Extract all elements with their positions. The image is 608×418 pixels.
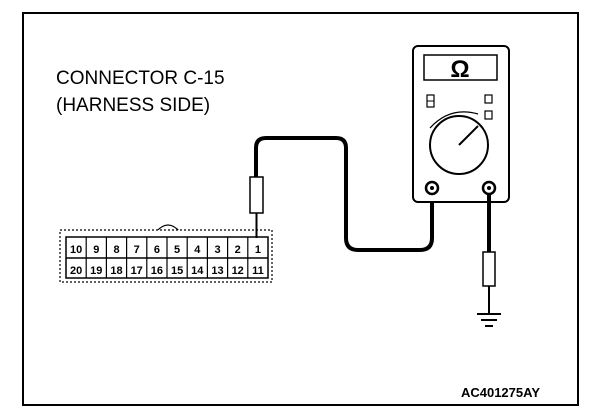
pin-label-19: 19 bbox=[90, 265, 102, 277]
pin-label-14: 14 bbox=[191, 265, 204, 277]
meter-terminal-com-inner bbox=[430, 186, 434, 190]
pin-label-10: 10 bbox=[70, 244, 82, 256]
meter-knob-pointer bbox=[458, 125, 479, 146]
ohmmeter-icon: Ω bbox=[412, 45, 510, 203]
ground-probe bbox=[482, 251, 496, 287]
pin-label-5: 5 bbox=[174, 244, 180, 256]
pin-label-15: 15 bbox=[171, 265, 183, 277]
pin-label-4: 4 bbox=[194, 244, 201, 256]
pin-label-8: 8 bbox=[113, 244, 119, 256]
pin-label-9: 9 bbox=[93, 244, 99, 256]
meter-display bbox=[423, 54, 498, 81]
connector-title: CONNECTOR C-15 bbox=[56, 68, 225, 89]
figure-code: AC401275AY bbox=[461, 385, 540, 400]
test-lead-wire bbox=[254, 136, 434, 252]
pin-label-16: 16 bbox=[151, 265, 163, 277]
probe-icon bbox=[249, 176, 264, 238]
ground-icon bbox=[477, 313, 501, 327]
meter-range-indicator-right-lower bbox=[484, 110, 493, 120]
meter-terminal-ohm-inner bbox=[487, 186, 491, 190]
connector-subtitle: (HARNESS SIDE) bbox=[56, 95, 210, 116]
pin-label-1: 1 bbox=[255, 244, 261, 256]
pin-label-11: 11 bbox=[252, 265, 264, 277]
pin-label-6: 6 bbox=[154, 244, 160, 256]
pin-label-12: 12 bbox=[232, 265, 244, 277]
pin-label-13: 13 bbox=[211, 265, 223, 277]
pin-label-2: 2 bbox=[235, 244, 241, 256]
pin-label-20: 20 bbox=[70, 265, 82, 277]
pin-label-18: 18 bbox=[110, 265, 122, 277]
meter-symbol: Ω bbox=[450, 56, 469, 83]
pin-label-3: 3 bbox=[214, 244, 220, 256]
pin-label-7: 7 bbox=[134, 244, 140, 256]
meter-dial-arc bbox=[429, 111, 479, 129]
pin-label-17: 17 bbox=[131, 265, 143, 277]
meter-range-indicator-right bbox=[484, 94, 493, 104]
diagram-frame bbox=[22, 12, 579, 406]
